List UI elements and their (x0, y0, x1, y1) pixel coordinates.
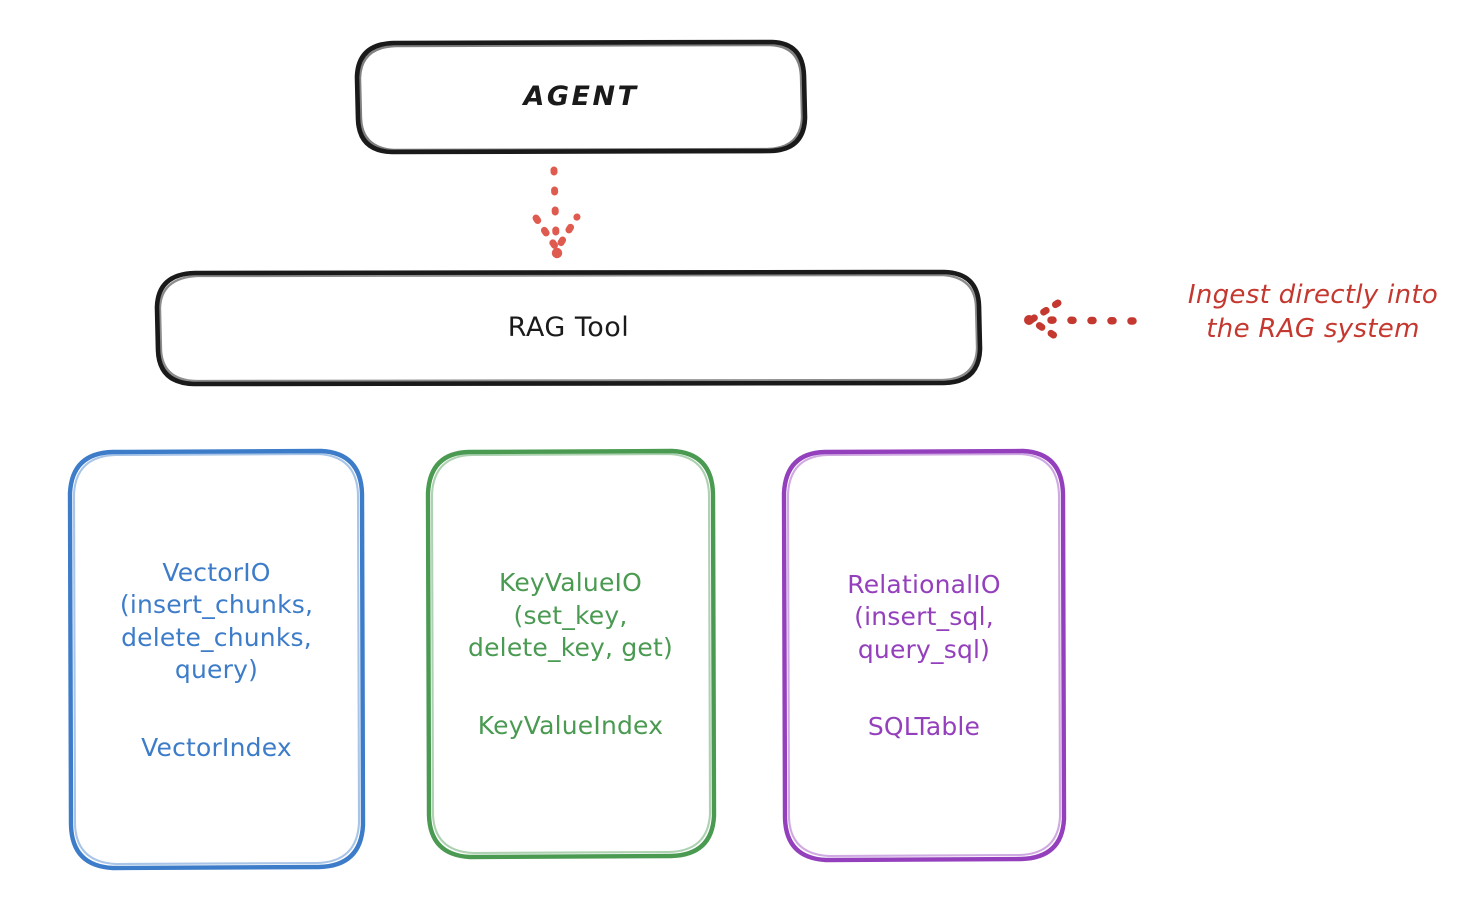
agent-to-rag-tool-connector (532, 166, 581, 259)
vector-io-node-sublabel: VectorIndex (141, 732, 292, 762)
relational-io-node-sublabel: SQLTable (867, 712, 981, 742)
relational-io-node[interactable]: RelationalIO (insert_sql, query_sql) SQL… (785, 450, 1063, 860)
key-value-io-node[interactable]: KeyValueIO (set_key, delete_key, get) Ke… (428, 450, 713, 857)
relational-io-node-label: RelationalIO (insert_sql, query_sql) (847, 569, 1001, 664)
agent-node-label: AGENT (523, 81, 639, 113)
key-value-io-node-label: KeyValueIO (set_key, delete_key, get) (468, 568, 673, 663)
key-value-io-node-sublabel: KeyValueIndex (477, 710, 664, 740)
ingest-annotation-text: Ingest directly into the RAG system (1187, 280, 1439, 345)
rag-tool-node-label: RAG Tool (507, 311, 630, 343)
rag-tool-node[interactable]: RAG Tool (157, 271, 980, 384)
vector-io-node[interactable]: VectorIO (insert_chunks, delete_chunks, … (70, 450, 363, 868)
vector-io-node-label: VectorIO (insert_chunks, delete_chunks, … (119, 557, 314, 685)
agent-node[interactable]: AGENT (357, 41, 805, 153)
ingest-annotation-connector (1024, 299, 1137, 342)
